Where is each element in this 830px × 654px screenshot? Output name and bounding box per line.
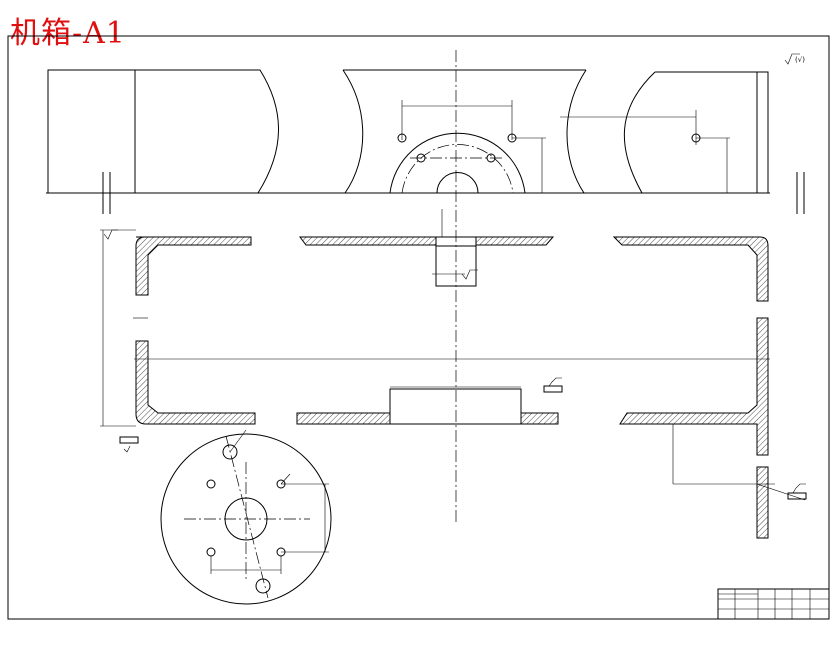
drawing-title: 机箱-A1 xyxy=(10,16,126,51)
front-view: (√) xyxy=(46,53,805,214)
svg-text:(√): (√) xyxy=(795,56,805,64)
section-view xyxy=(100,209,807,539)
drawing-border xyxy=(7,35,830,620)
flange-view xyxy=(160,429,332,605)
title-block xyxy=(717,588,830,620)
